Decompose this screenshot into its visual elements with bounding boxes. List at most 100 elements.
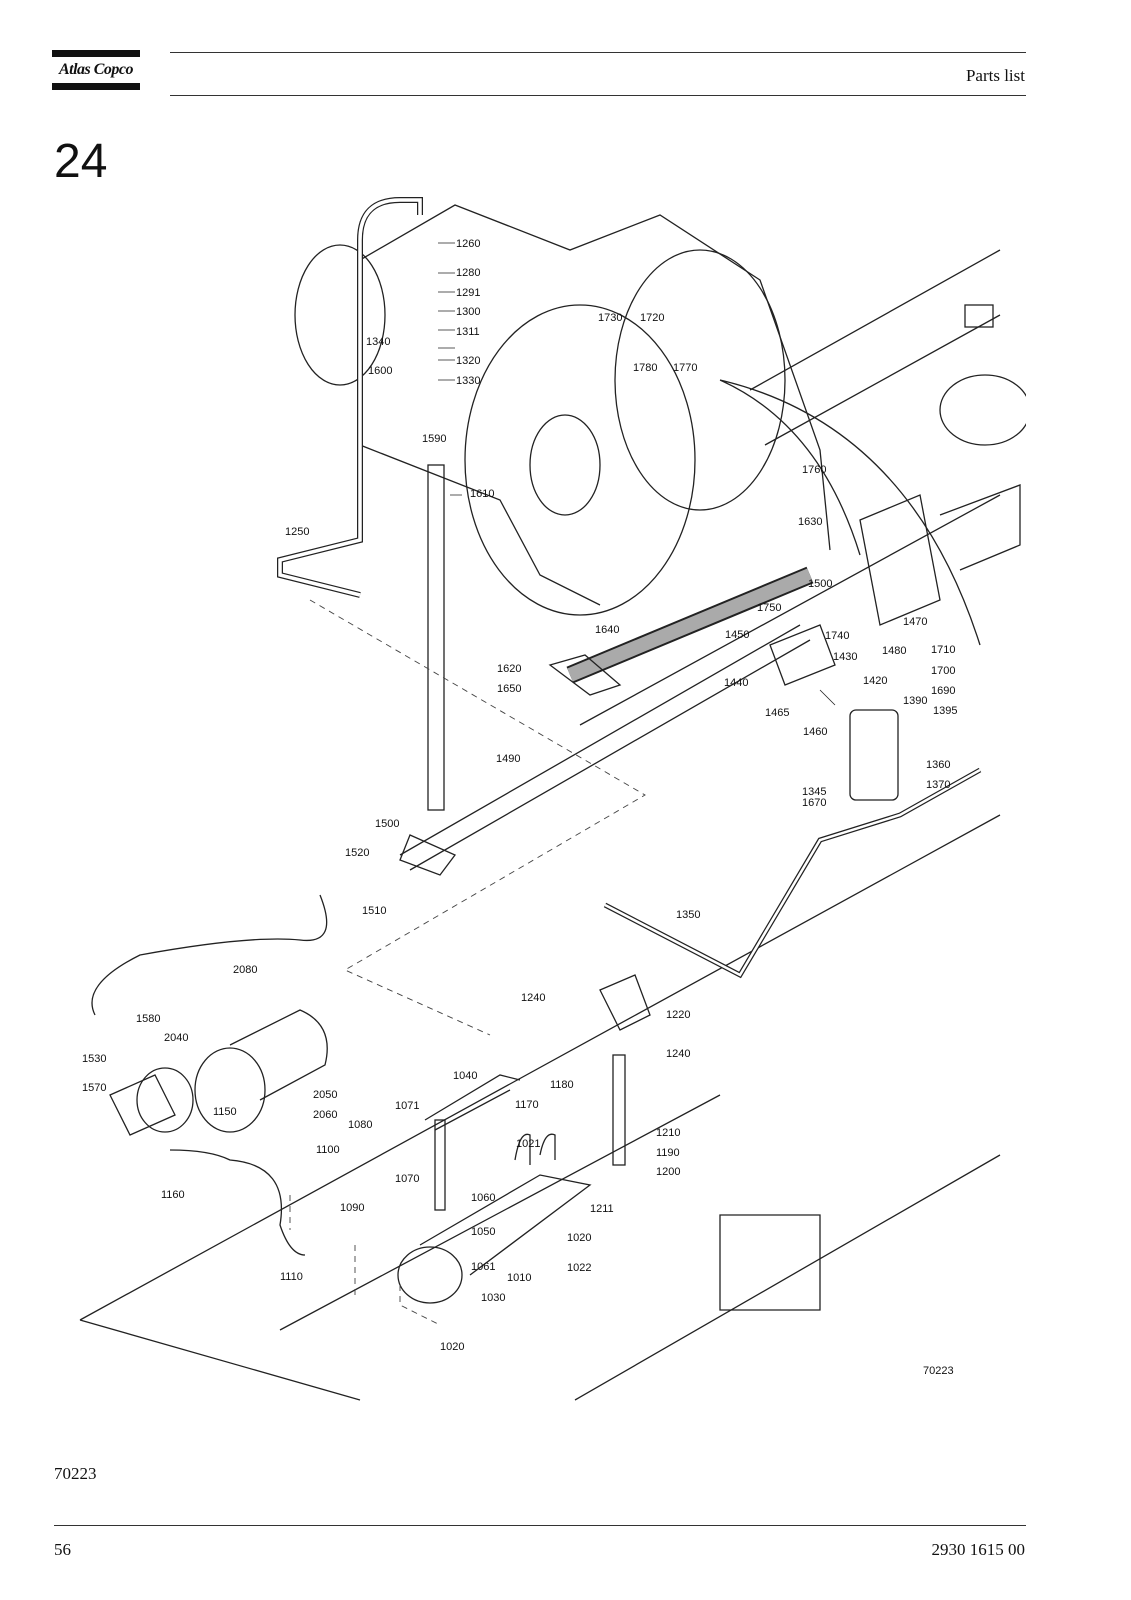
callout-1210: 1210	[656, 1127, 680, 1139]
atlas-copco-logo: Atlas Copco	[52, 50, 140, 92]
callout-1150: 1150	[213, 1106, 237, 1118]
header-rule-top	[170, 52, 1026, 53]
callout-1750: 1750	[757, 602, 781, 614]
callout-1640: 1640	[595, 624, 619, 636]
header-rule-bottom	[170, 95, 1026, 96]
callout-1080: 1080	[348, 1119, 372, 1131]
callout-1650: 1650	[497, 683, 521, 695]
callout-1250: 1250	[285, 526, 309, 538]
callout-1200: 1200	[656, 1166, 680, 1178]
logo-bar-top	[52, 50, 140, 57]
callout-labels: 1260 1280 1291 1300 1311 1340 1320 1600 …	[82, 238, 957, 1377]
callout-1350: 1350	[676, 909, 700, 921]
callout-1100: 1100	[316, 1144, 340, 1156]
callout-1395: 1395	[933, 705, 957, 717]
pump-flange	[136, 1067, 194, 1133]
left-flange	[294, 244, 386, 386]
bearing-seat	[939, 374, 1026, 446]
hose-1110	[169, 1149, 306, 1256]
callout-1010: 1010	[507, 1272, 531, 1284]
callout-1690: 1690	[931, 685, 955, 697]
callout-2050: 2050	[313, 1089, 337, 1101]
logo-bar-bottom	[52, 83, 140, 90]
drawing-svg: 1260 1280 1291 1300 1311 1340 1320 1600 …	[79, 197, 1026, 1401]
callout-1630: 1630	[798, 516, 822, 528]
callout-1090: 1090	[340, 1202, 364, 1214]
callout-1020-lower: 1020	[440, 1341, 464, 1353]
callout-1060: 1060	[471, 1192, 495, 1204]
callout-1030: 1030	[481, 1292, 505, 1304]
callout-1530: 1530	[82, 1053, 106, 1065]
header-title: Parts list	[965, 66, 1025, 85]
drawing-linework	[79, 197, 1026, 1401]
callout-1490: 1490	[496, 753, 520, 765]
callout-1061: 1061	[471, 1261, 495, 1273]
motor-body-2040	[229, 1009, 328, 1101]
callout-1610: 1610	[470, 488, 494, 500]
pipe-1350-fill	[604, 768, 981, 977]
callout-1500-upper: 1500	[808, 578, 832, 590]
u-tube-1021	[514, 1133, 556, 1165]
callout-1311: 1311	[456, 326, 480, 338]
gearbox-bore	[529, 414, 601, 516]
callout-2040: 2040	[164, 1032, 188, 1044]
callout-1071: 1071	[395, 1100, 419, 1112]
callout-1700: 1700	[931, 665, 955, 677]
dashed-alignment-lines	[289, 599, 646, 1326]
hose-1530	[91, 894, 328, 1016]
pipe-1040-leg	[434, 1119, 446, 1211]
callout-1370: 1370	[926, 779, 950, 791]
callout-1520: 1520	[345, 847, 369, 859]
gearbox-flange	[464, 304, 696, 616]
figure-id: 70223	[54, 1464, 97, 1483]
tube-1240	[612, 1054, 626, 1166]
upper-housing	[359, 204, 831, 606]
document-number: 2930 1615 00	[931, 1540, 1026, 1559]
callout-1160: 1160	[161, 1189, 185, 1201]
callout-1240-upper: 1240	[521, 992, 545, 1004]
callout-1291: 1291	[456, 287, 480, 299]
callout-1022: 1022	[567, 1262, 591, 1274]
callout-1580: 1580	[136, 1013, 160, 1025]
motor-flange-2040	[194, 1047, 266, 1133]
pipe-1040	[424, 1074, 521, 1131]
page-number: 56	[54, 1540, 71, 1559]
callout-1040: 1040	[453, 1070, 477, 1082]
bearing-cap	[964, 304, 994, 328]
callout-1020-upper: 1020	[567, 1232, 591, 1244]
rear-flange	[614, 249, 786, 511]
callout-1710: 1710	[931, 644, 955, 656]
section-number: 24	[54, 135, 108, 188]
tube-1590	[427, 464, 445, 811]
callout-1460: 1460	[803, 726, 827, 738]
callout-1260: 1260	[456, 238, 480, 250]
leader-lines	[438, 242, 836, 706]
callout-1465: 1465	[765, 707, 789, 719]
callout-1430: 1430	[833, 651, 857, 663]
right-bracket	[859, 484, 1021, 626]
callout-1770: 1770	[673, 362, 697, 374]
callout-1320: 1320	[456, 355, 480, 367]
callout-1440: 1440	[724, 677, 748, 689]
hose-core	[567, 568, 813, 682]
cooler-1010	[419, 1174, 592, 1276]
pipe-1490	[399, 624, 811, 871]
callout-1780: 1780	[633, 362, 657, 374]
callout-1500-lower: 1500	[375, 818, 399, 830]
callout-1470: 1470	[903, 616, 927, 628]
callout-1190: 1190	[656, 1147, 680, 1159]
cooler-end-cap	[397, 1246, 463, 1304]
callout-2060: 2060	[313, 1109, 337, 1121]
base-frame	[79, 249, 1001, 1401]
callout-1360: 1360	[926, 759, 950, 771]
callout-1420: 1420	[863, 675, 887, 687]
elbow-flange-1620	[548, 654, 622, 696]
callout-1600: 1600	[368, 365, 392, 377]
callout-1180: 1180	[550, 1079, 574, 1091]
callout-1280: 1280	[456, 267, 480, 279]
callout-1300: 1300	[456, 306, 480, 318]
elbow-1500	[399, 834, 457, 876]
callout-1730: 1730	[598, 312, 622, 324]
callout-1590: 1590	[422, 433, 446, 445]
logo-text: Atlas Copco	[58, 61, 134, 78]
